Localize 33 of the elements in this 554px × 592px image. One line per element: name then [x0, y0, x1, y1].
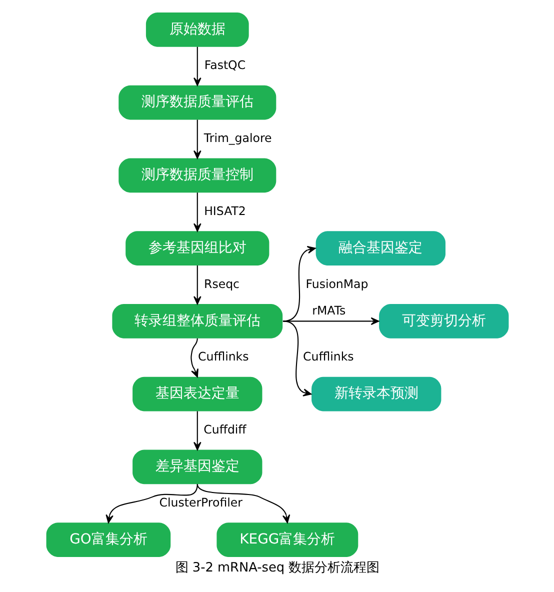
- node-box: 差异基因鉴定: [132, 450, 262, 484]
- edge-label: Rseqc: [204, 276, 240, 291]
- edge-label: ClusterProfiler: [158, 495, 242, 510]
- edge-label: Cufflinks: [302, 350, 354, 364]
- arrow: [282, 317, 379, 326]
- node-box: 原始数据: [145, 12, 248, 47]
- edge-label: rMATs: [312, 304, 346, 318]
- edge-label: HISAT2: [204, 204, 246, 218]
- arrow: [192, 192, 201, 232]
- caption: 图 3-2 mRNA-seq 数据分析流程图: [174, 560, 380, 576]
- arrow: [105, 484, 198, 524]
- edge-label: Cufflinks: [198, 350, 248, 364]
- node-box: 参考基因组比对: [125, 231, 269, 266]
- arrow: [192, 46, 201, 86]
- arrow: [192, 120, 201, 159]
- arrow: [196, 484, 290, 524]
- arrow: [282, 320, 312, 396]
- node-box: 测序数据质量控制: [118, 158, 276, 193]
- arrow: [192, 411, 201, 450]
- node-box: 新转录本预测: [311, 376, 441, 412]
- node-box: GO富集分析: [46, 522, 170, 557]
- node-box: 融合基因鉴定: [315, 231, 445, 266]
- edge-label: FastQC: [204, 58, 246, 72]
- node-box: 基因表达定量: [132, 376, 262, 412]
- arrow: [190, 338, 198, 378]
- node-box: 可变剪切分析: [378, 304, 508, 338]
- edge-label: FusionMap: [305, 276, 368, 291]
- edge-label: Cuffdiff: [203, 422, 246, 436]
- node-box: 转录组整体质量评估: [112, 304, 282, 338]
- arrow: [192, 265, 201, 305]
- node-box: 测序数据质量评估: [118, 85, 276, 120]
- edge-label: Trim_galore: [203, 131, 272, 145]
- node-box: KEGG富集分析: [216, 522, 358, 557]
